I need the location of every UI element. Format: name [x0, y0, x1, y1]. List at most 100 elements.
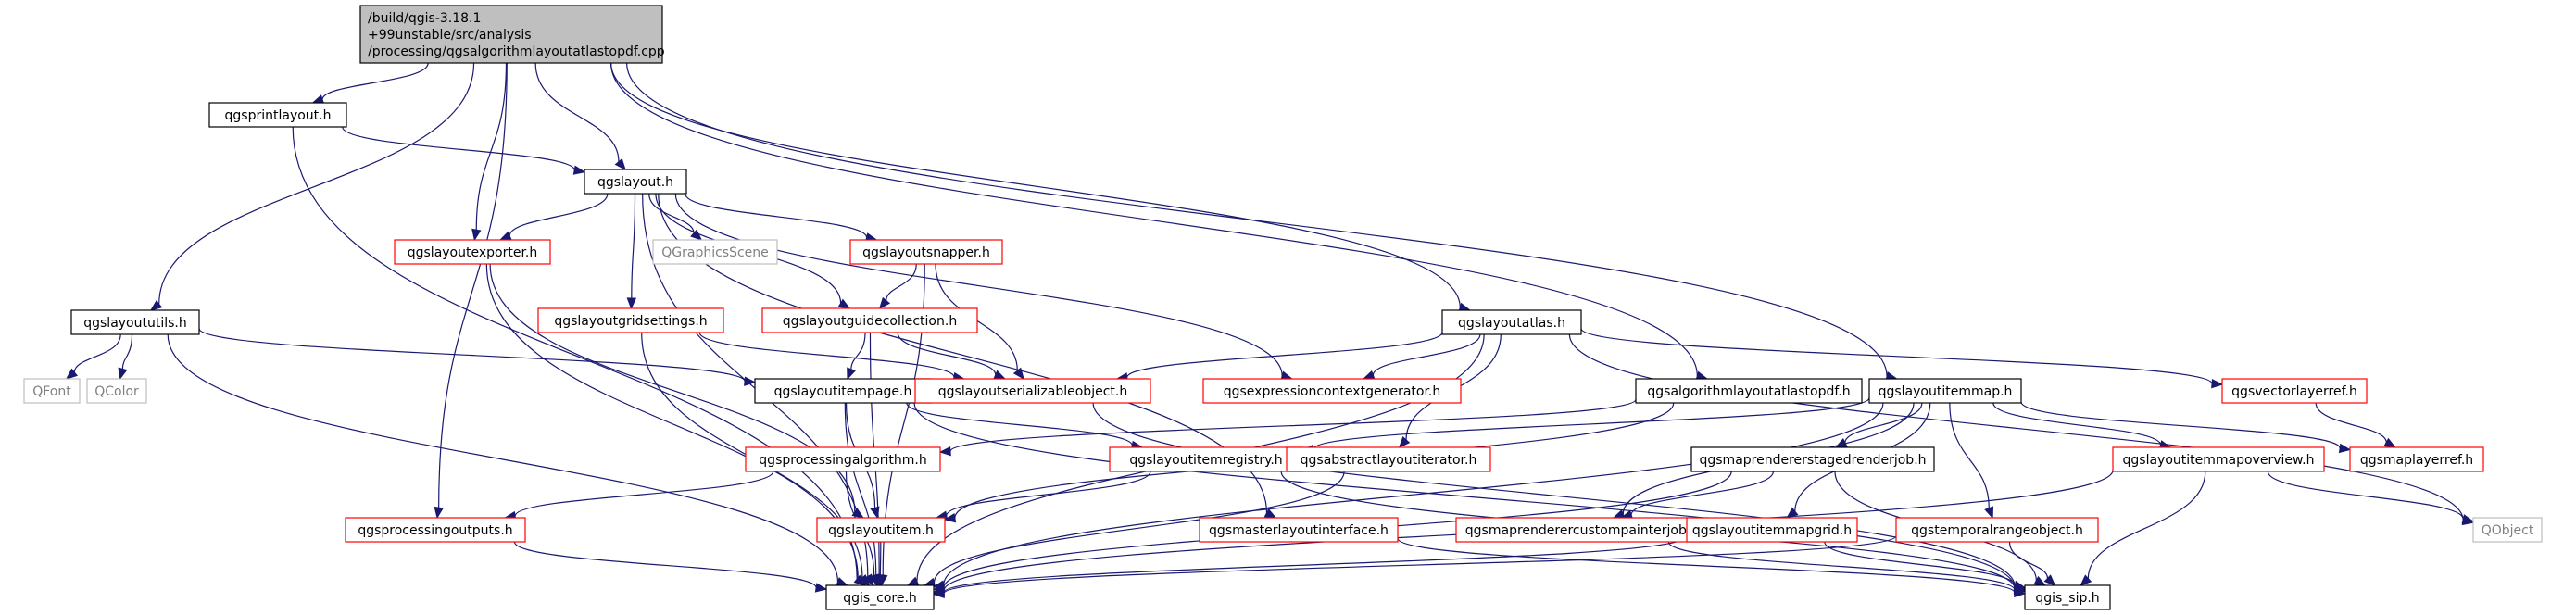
node-itemmap[interactable]: qgslayoutitemmap.h	[1868, 378, 2022, 404]
arrowhead-icon	[311, 94, 325, 105]
node-box	[1202, 378, 1462, 404]
node-label: qgslayoutsnapper.h	[862, 245, 990, 260]
node-itemregistry[interactable]: qgslayoutitemregistry.h	[1109, 446, 1303, 472]
edge-guidecoll-to-serializable	[897, 332, 1007, 380]
node-serializable[interactable]: qgslayoutserializableobject.h	[914, 378, 1151, 404]
edge-line	[2008, 541, 2049, 579]
edge-layout-to-gscene	[648, 193, 703, 241]
node-exprctx[interactable]: qgsexpressioncontextgenerator.h	[1202, 378, 1462, 404]
node-overview[interactable]: qgslayoutitemmapoverview.h	[2112, 446, 2325, 472]
edge-line	[850, 332, 866, 370]
node-label: qgis_core.h	[843, 591, 917, 606]
edge-layoututils-to-qfont	[65, 333, 121, 380]
edge-line	[321, 62, 429, 100]
node-layout[interactable]: qgslayout.h	[584, 169, 687, 195]
node-box	[745, 446, 941, 472]
arrowhead-icon	[434, 506, 444, 520]
edge-layout-to-gridsettings	[626, 193, 637, 310]
node-algo[interactable]: qgsalgorithmlayoutatlastopdf.h	[1635, 378, 1863, 404]
edge-atlas-to-qobject	[1568, 333, 2475, 526]
node-label: qgslayoutitemmapoverview.h	[2123, 453, 2315, 468]
arrowhead-icon	[149, 299, 163, 311]
arrowhead-icon	[837, 298, 851, 309]
node-masterlayout[interactable]: qgsmasterlayoutinterface.h	[1199, 517, 1399, 543]
edge-line	[933, 471, 1345, 584]
edge-layoututils-to-itempage	[198, 328, 757, 386]
edge-line	[1667, 541, 2016, 591]
edge-line	[886, 263, 917, 301]
node-mapgrid[interactable]: qgslayoutitemmapgrid.h	[1686, 517, 1858, 543]
edge-line	[1397, 537, 2016, 594]
node-absiter[interactable]: qgsabstractlayoutiterator.h	[1286, 446, 1491, 472]
edge-line	[610, 62, 1461, 308]
node-guidecoll[interactable]: qgslayoutguidecollection.h	[761, 308, 978, 333]
edge-itempage-to-core	[844, 402, 881, 587]
node-box	[70, 309, 200, 335]
node-box	[1868, 378, 2022, 404]
node-atlas[interactable]: qgslayoutatlas.h	[1441, 309, 1582, 335]
arrowhead-icon	[870, 506, 880, 520]
node-layoututils[interactable]: qgslayoututils.h	[70, 309, 200, 335]
node-staged[interactable]: qgsmaprendererstagedrenderjob.h	[1690, 446, 1935, 472]
node-box	[2112, 446, 2325, 472]
node-gscene: QGraphicsScene	[652, 239, 778, 265]
node-label: qgslayoutgridsettings.h	[554, 314, 707, 329]
edge-line	[943, 535, 1897, 595]
node-box	[359, 5, 663, 64]
edge-root-to-layoututils	[149, 62, 475, 311]
arrowhead-icon	[932, 588, 945, 599]
edge-temporal-to-sip	[2008, 541, 2056, 586]
node-box	[1441, 309, 1582, 335]
node-itempage[interactable]: qgslayoutitempage.h	[754, 378, 932, 404]
edges-layer	[65, 62, 2475, 599]
node-label: qgslayoutitemregistry.h	[1129, 453, 1282, 468]
node-label: qgsprocessingoutputs.h	[358, 523, 512, 538]
arrowhead-icon	[2033, 575, 2047, 586]
node-gridsettings[interactable]: qgslayoutgridsettings.h	[537, 308, 724, 333]
edge-line	[1992, 402, 2162, 446]
edge-printlayout-to-layout	[342, 126, 586, 175]
edge-layout-to-exprctx	[674, 193, 1294, 381]
edge-line	[1580, 328, 2213, 384]
node-printlayout[interactable]: qgsprintlayout.h	[208, 102, 347, 128]
edge-root-to-exporter	[471, 62, 508, 242]
node-snapper[interactable]: qgslayoutsnapper.h	[849, 239, 1003, 265]
node-temporal[interactable]: qgstemporalrangeobject.h	[1895, 517, 2099, 543]
edge-layout-to-exporter	[498, 193, 609, 241]
node-maplayerref[interactable]: qgsmaplayerref.h	[2349, 446, 2484, 472]
node-box	[754, 378, 932, 404]
node-procout[interactable]: qgsprocessingoutputs.h	[345, 517, 526, 543]
node-label: /build/qgis-3.18.1	[368, 11, 481, 26]
edge-root-to-atlas	[610, 62, 1472, 312]
node-vectorlayerref[interactable]: qgsvectorlayerref.h	[2221, 378, 2368, 404]
node-label: qgslayoutitemmap.h	[1879, 384, 2013, 399]
node-label: qgsvectorlayerref.h	[2231, 384, 2357, 399]
edge-line	[844, 402, 877, 576]
edge-line	[1126, 332, 1443, 378]
node-root[interactable]: /build/qgis-3.18.1+99unstable/src/analys…	[359, 5, 665, 64]
node-sip[interactable]: qgis_sip.h	[2024, 584, 2111, 610]
node-box	[584, 169, 687, 195]
arrowhead-icon	[1362, 370, 1376, 380]
edge-itempage-to-itemregistry	[906, 402, 1144, 451]
node-box	[652, 239, 778, 265]
edge-line	[534, 62, 620, 162]
node-label: qgslayoutatlas.h	[1458, 316, 1565, 331]
arrowhead-icon	[2211, 378, 2224, 389]
edge-line	[2315, 402, 2387, 443]
edge-line	[1824, 541, 2016, 586]
arrowhead-icon	[851, 508, 864, 519]
arrowhead-icon	[471, 228, 482, 242]
node-custompainter[interactable]: qgsmaprenderercustompainterjob.h	[1455, 517, 1709, 543]
edge-guidecoll-to-itempage	[847, 332, 866, 381]
node-exporter[interactable]: qgslayoutexporter.h	[394, 239, 551, 265]
edge-line	[292, 126, 858, 580]
node-core[interactable]: qgis_core.h	[825, 584, 935, 610]
node-label: qgsmaprenderercustompainterjob.h	[1465, 523, 1699, 538]
arrowhead-icon	[2043, 574, 2056, 586]
node-layoutitem[interactable]: qgslayoutitem.h	[816, 517, 946, 543]
edge-itemmap-to-itemregistry	[1301, 397, 1870, 455]
edge-line	[167, 333, 839, 583]
node-procalgo[interactable]: qgsprocessingalgorithm.h	[745, 446, 941, 472]
node-label: qgsalgorithmlayoutatlastopdf.h	[1647, 384, 1850, 399]
